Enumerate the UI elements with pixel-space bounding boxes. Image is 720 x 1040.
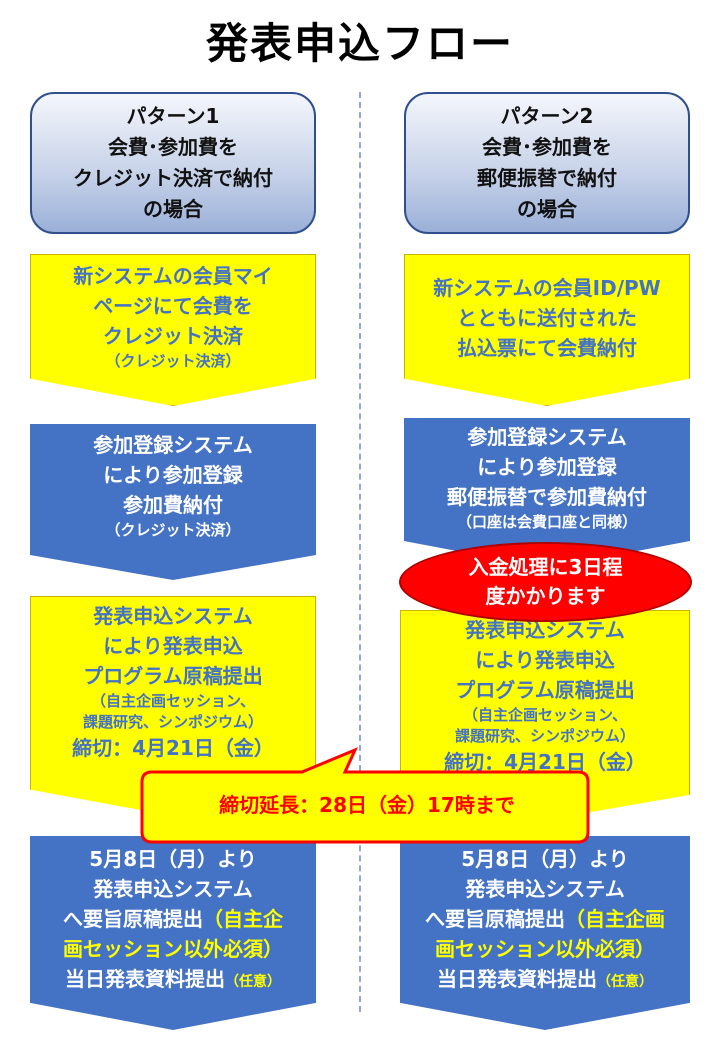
pattern1-header-line3: クレジット決済で納付: [73, 166, 273, 190]
pattern1-step4-note1: （自主企: [203, 907, 283, 931]
pattern2-step4-note1: （自主企画: [565, 907, 665, 931]
pattern1-step2-line3: 参加費納付: [123, 493, 223, 517]
pattern2-step3-sub1: （自主企画セッション、: [462, 706, 628, 724]
pattern1-step3-arrow: 発表申込システム により発表申込 プログラム原稿提出 （自主企画セッション、 課…: [30, 596, 316, 816]
pattern2-step2-line2: により参加登録: [477, 455, 617, 479]
pattern1-header: パターン1 会費･参加費を クレジット決済で納付 の場合: [30, 92, 316, 234]
pattern2-step2-line1: 参加登録システム: [467, 425, 627, 449]
pattern1-step2-arrow: 参加登録システム により参加登録 参加費納付 （クレジット決済）: [30, 424, 316, 580]
pattern1-step2-line2: により参加登録: [103, 463, 243, 487]
pattern1-step4-line3-text: へ要旨原稿提出: [63, 907, 203, 931]
pattern2-step1-line1: 新システムの会員ID/PW: [433, 276, 661, 300]
pattern2-header-line2: 会費･参加費を: [482, 135, 612, 159]
pattern2-step4-arrow: 5月8日（月）より 発表申込システム へ要旨原稿提出（自主企画 画セッション以外…: [400, 836, 690, 1030]
pattern1-step1-line1: 新システムの会員マイ: [73, 264, 273, 288]
pattern2-step4-line3: へ要旨原稿提出（自主企画: [425, 904, 665, 934]
pattern1-step3-line3: プログラム原稿提出: [83, 664, 263, 688]
pattern2-step4-line3-text: へ要旨原稿提出: [425, 907, 565, 931]
pattern2-step3-deadline: 締切：4月21日（金）: [444, 750, 646, 774]
pattern2-step2-sub: （口座は会費口座と同様）: [456, 513, 637, 531]
pattern2-step4-line1: 5月8日（月）より: [461, 847, 629, 871]
pattern1-step3-deadline: 締切：4月21日（金）: [72, 736, 274, 760]
pattern1-step1-sub: （クレジット決済）: [105, 352, 241, 370]
pattern1-step3-line2: により発表申込: [103, 634, 243, 658]
payment-processing-notice: 入金処理に3日程 度かかります: [399, 542, 692, 622]
pattern1-header-line2: 会費･参加費を: [108, 135, 238, 159]
pattern2-step4-line2: 発表申込システム: [465, 877, 625, 901]
pattern1-step4-line5: 当日発表資料提出（任意）: [65, 964, 281, 997]
pattern2-step4-line5: 当日発表資料提出（任意）: [437, 964, 653, 997]
pattern1-step4-line2: 発表申込システム: [93, 877, 253, 901]
pattern1-step4-line3: へ要旨原稿提出（自主企: [63, 904, 283, 934]
pattern1-step3-sub1: （自主企画セッション、: [90, 692, 256, 710]
pattern2-header-line1: パターン2: [500, 104, 594, 128]
pattern2-step3-sub2: 課題研究、シンポジウム）: [454, 727, 635, 745]
column-divider: [359, 92, 361, 1012]
page-title: 発表申込フロー: [205, 19, 514, 68]
pattern1-step1-line2: ページにて会費を: [93, 294, 253, 318]
pattern2-step4-line5-text: 当日発表資料提出: [437, 967, 597, 991]
pattern1-step4-note3: （任意）: [225, 974, 281, 990]
pattern2-step3-line2: により発表申込: [475, 648, 615, 672]
pattern1-step4-note2: 画セッション以外必須）: [63, 937, 283, 961]
pattern1-step1-arrow: 新システムの会員マイ ページにて会費を クレジット決済 （クレジット決済）: [30, 254, 316, 406]
notice-line1: 入金処理に3日程: [468, 555, 623, 579]
pattern1-header-line4: の場合: [143, 197, 203, 221]
pattern1-step1-line3: クレジット決済: [103, 324, 243, 348]
notice-line2: 度かかります: [485, 584, 606, 608]
pattern1-step3-line1: 発表申込システム: [93, 604, 253, 628]
pattern2-step1-line3: 払込票にて会費納付: [457, 336, 637, 360]
deadline-extension-text: 締切延長：28日（金）17時まで: [219, 793, 515, 817]
pattern2-step1-line2: とともに送付された: [457, 306, 637, 330]
pattern2-header: パターン2 会費･参加費を 郵便振替で納付 の場合: [404, 92, 690, 234]
pattern2-header-line3: 郵便振替で納付: [477, 166, 617, 190]
pattern1-step4-line1: 5月8日（月）より: [89, 847, 257, 871]
pattern2-step2-line3: 郵便振替で参加費納付: [447, 485, 647, 509]
pattern1-step2-sub: （クレジット決済）: [105, 521, 241, 539]
pattern2-step4-note2: 画セッション以外必須）: [435, 937, 655, 961]
pattern1-step4-line5-text: 当日発表資料提出: [65, 967, 225, 991]
pattern2-step4-note3: （任意）: [597, 974, 653, 990]
pattern2-step1-arrow: 新システムの会員ID/PW とともに送付された 払込票にて会費納付: [404, 254, 690, 406]
pattern2-step3-line1: 発表申込システム: [465, 618, 625, 642]
pattern2-header-line4: の場合: [517, 197, 577, 221]
pattern2-step3-line3: プログラム原稿提出: [455, 678, 635, 702]
pattern2-step2-arrow: 参加登録システム により参加登録 郵便振替で参加費納付 （口座は会費口座と同様）: [404, 418, 690, 568]
pattern1-step4-arrow: 5月8日（月）より 発表申込システム へ要旨原稿提出（自主企 画セッション以外必…: [30, 836, 316, 1030]
pattern1-header-line1: パターン1: [126, 104, 220, 128]
pattern1-step2-line1: 参加登録システム: [93, 433, 253, 457]
pattern1-step3-sub2: 課題研究、シンポジウム）: [82, 713, 263, 731]
